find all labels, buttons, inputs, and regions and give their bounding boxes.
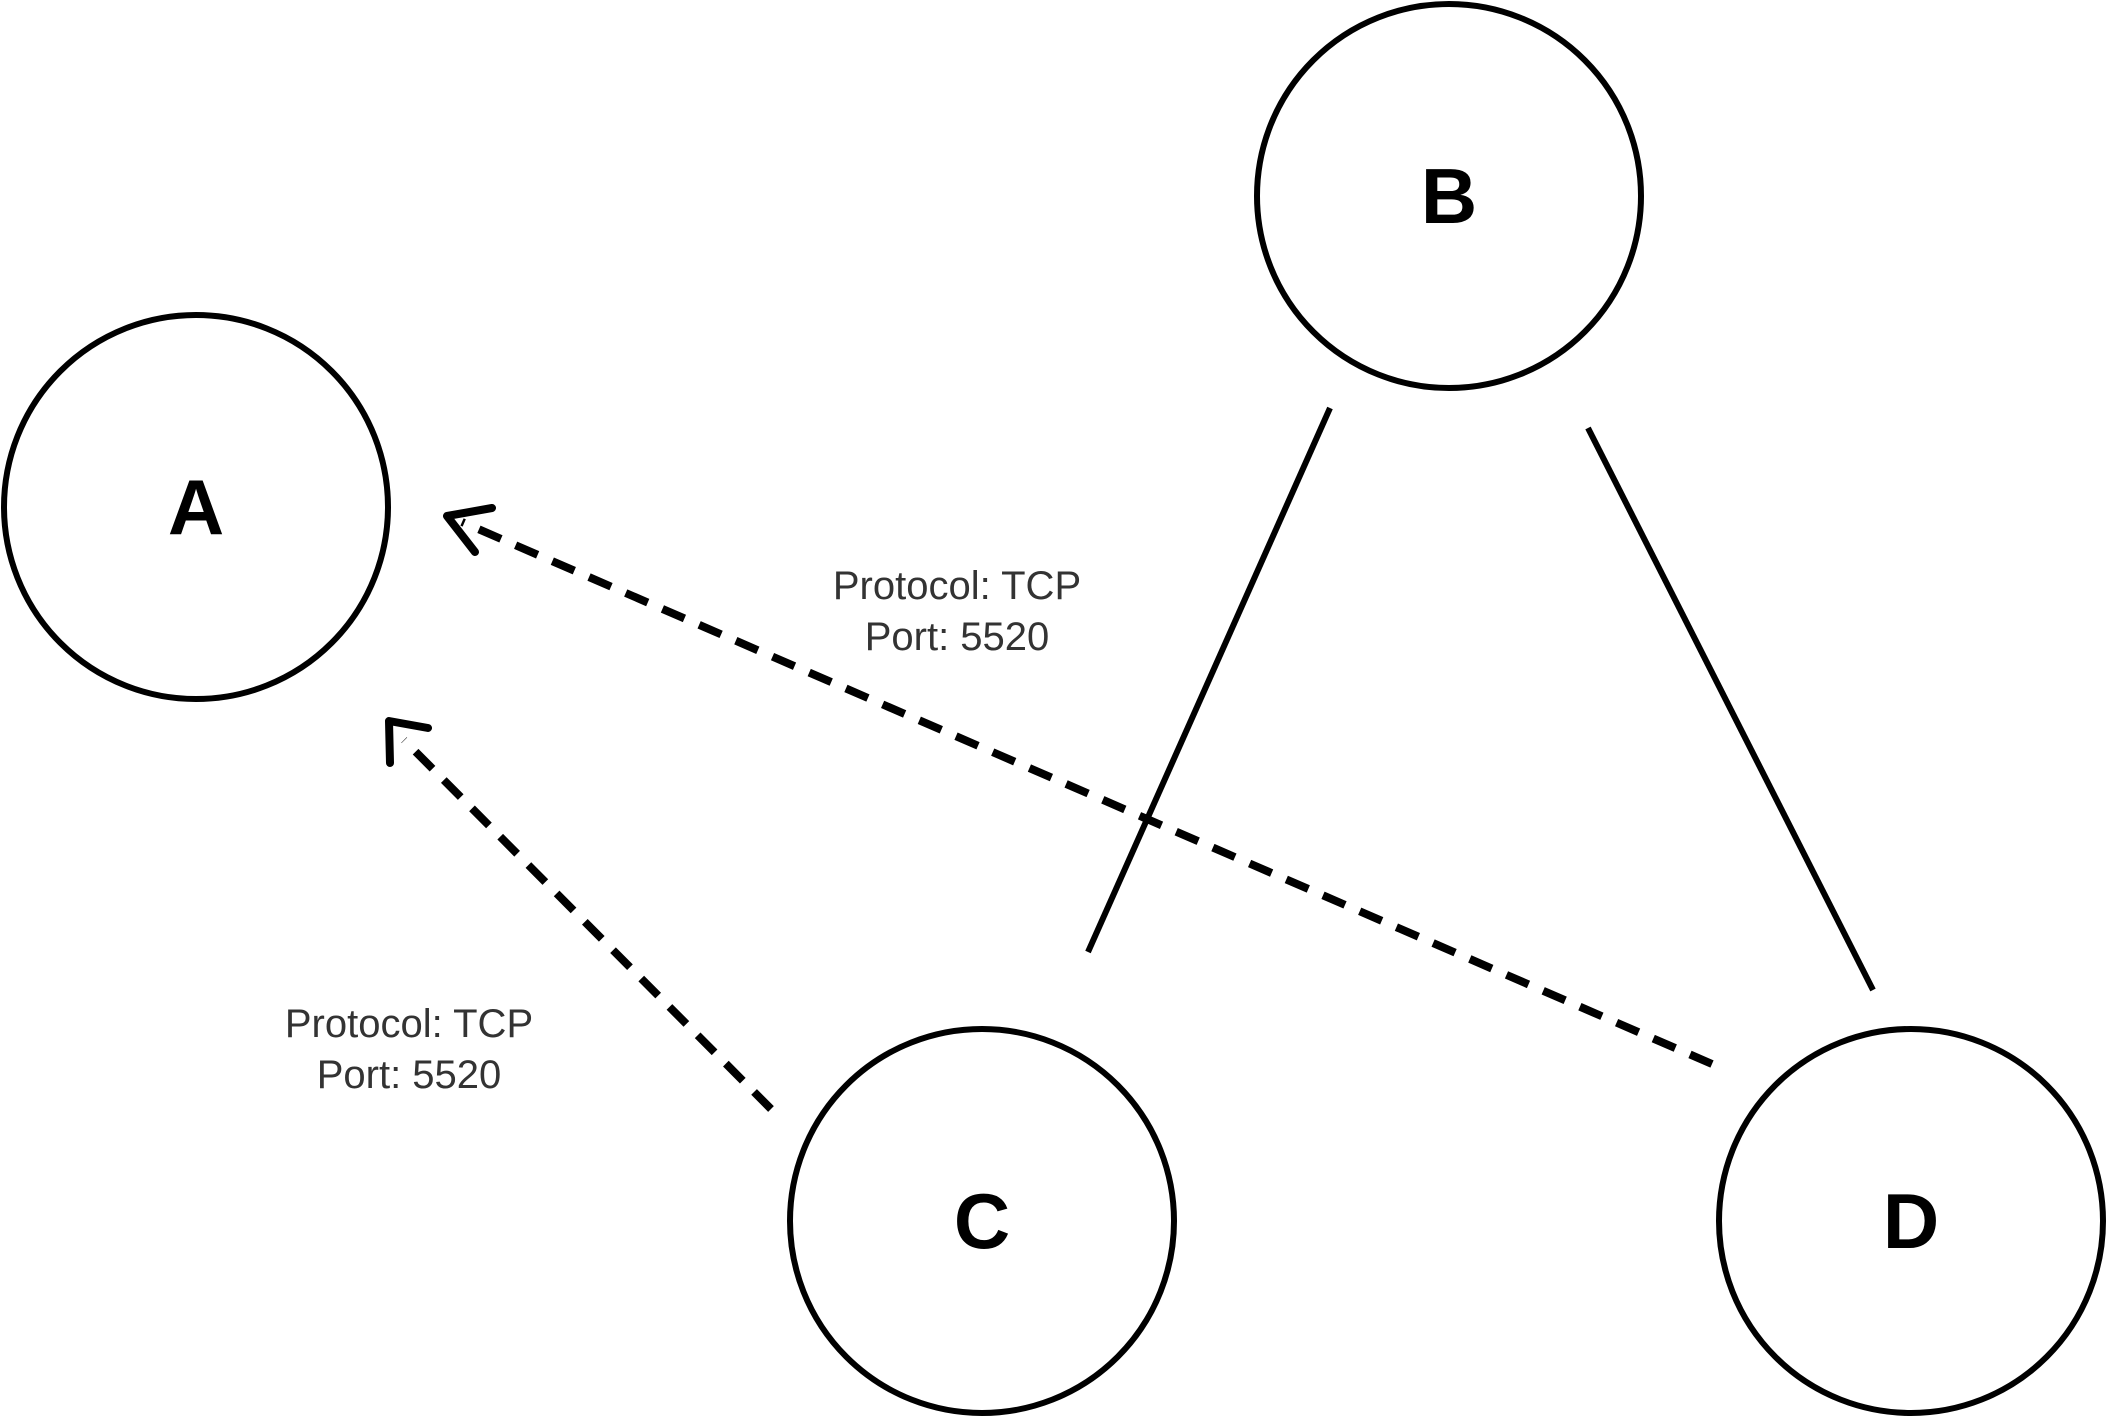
node-d[interactable]: D xyxy=(1716,1026,2106,1416)
arrowhead-a-from-d xyxy=(443,504,496,556)
node-c[interactable]: C xyxy=(787,1026,1177,1416)
arrowhead-a-from-c xyxy=(385,717,432,767)
dashed-line-d-to-a xyxy=(460,518,1714,1068)
arrow-c-to-a xyxy=(385,717,774,1112)
node-b-label: B xyxy=(1421,152,1477,240)
node-b-circle xyxy=(1254,1,1644,391)
edge-label-c-to-a-port: Port: 5520 xyxy=(317,1053,502,1097)
node-a-circle xyxy=(1,312,391,702)
edge-label-c-to-a: Protocol: TCP Port: 5520 xyxy=(285,1002,533,1097)
node-c-circle xyxy=(787,1026,1177,1416)
link-b-c xyxy=(1085,406,1333,954)
edge-label-d-to-a: Protocol: TCP Port: 5520 xyxy=(833,564,1081,659)
node-d-label: D xyxy=(1883,1177,1939,1265)
edge-label-d-to-a-protocol: Protocol: TCP xyxy=(833,564,1081,608)
link-b-d xyxy=(1585,426,1876,992)
node-a[interactable]: A xyxy=(1,312,391,702)
node-c-label: C xyxy=(954,1177,1010,1265)
node-d-circle xyxy=(1716,1026,2106,1416)
node-b[interactable]: B xyxy=(1254,1,1644,391)
dashed-line-c-to-a xyxy=(401,737,774,1112)
node-a-label: A xyxy=(168,463,224,551)
arrow-d-to-a xyxy=(443,504,1714,1068)
edge-label-d-to-a-port: Port: 5520 xyxy=(865,615,1050,659)
edge-label-c-to-a-protocol: Protocol: TCP xyxy=(285,1002,533,1046)
